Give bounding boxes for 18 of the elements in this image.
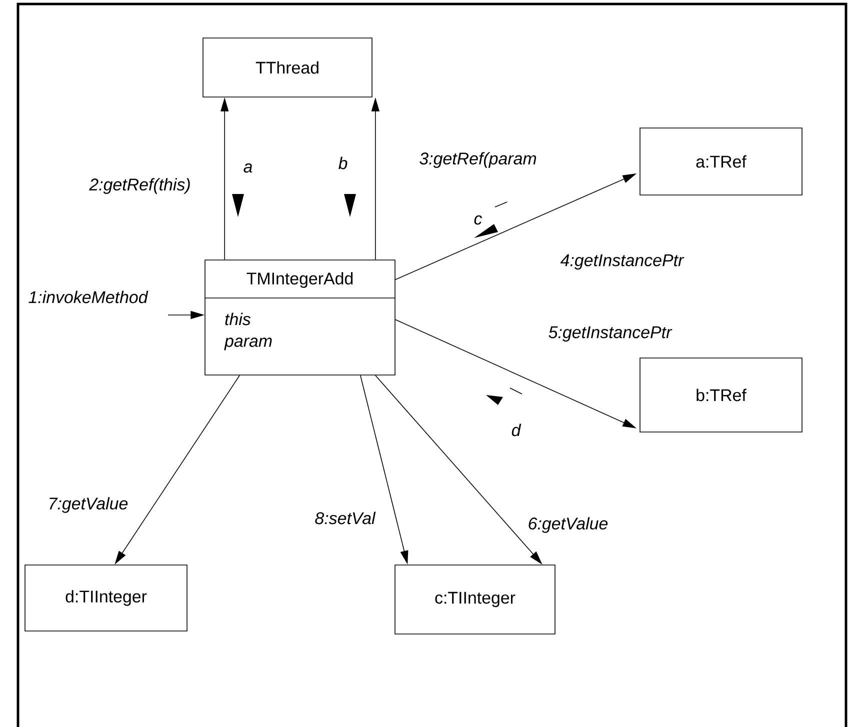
object-box: b:TRef (640, 358, 802, 432)
message-label: 2:getRef(this) (88, 177, 192, 195)
message-label: 8:setVal (314, 510, 376, 526)
message-label: 3:getRef(param (418, 151, 538, 169)
message-label: 1:invokeMethod (27, 290, 149, 304)
message-label: 7:getValue (46, 496, 130, 514)
object-box: c:TIInteger (394, 564, 556, 634)
link-label: c (474, 215, 482, 225)
object-box: a:TRef (640, 128, 802, 196)
object-box: d:TIInteger (24, 564, 188, 632)
object-box: TThread (202, 38, 372, 98)
message-label: 6:getValue (526, 516, 610, 534)
message-label: 4:getInstancePtr (559, 253, 685, 271)
link-label: a (244, 163, 252, 173)
object-box: TMIntegerAdd this param (204, 260, 396, 376)
link-label: b (338, 156, 348, 170)
message-label: 5:getInstancePtr (547, 325, 673, 343)
link-label: d (512, 424, 522, 436)
